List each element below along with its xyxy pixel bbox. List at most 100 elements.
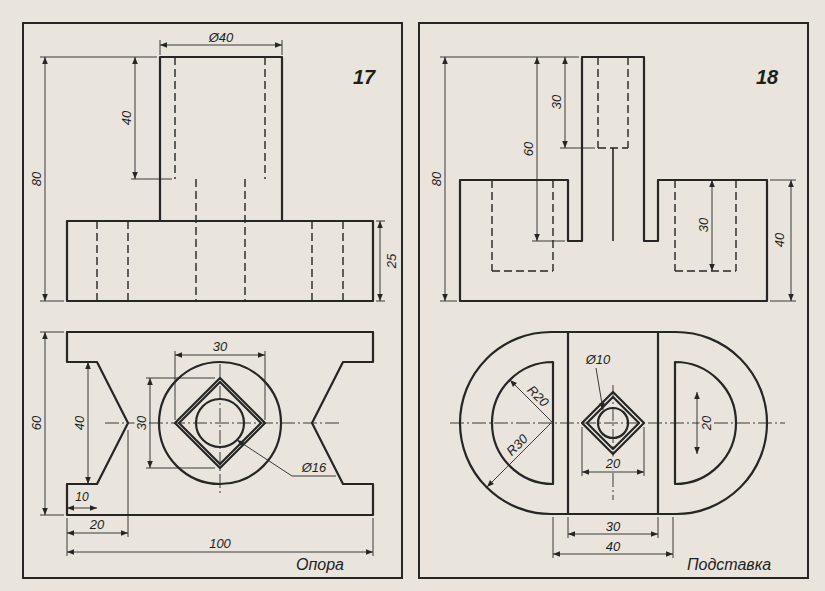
dimension-line (380, 221, 381, 301)
dimension-label: 60 (522, 141, 535, 157)
extension-line (175, 351, 176, 420)
extension-line (40, 57, 157, 58)
dimension-label: 40 (120, 110, 133, 126)
extension-line (770, 180, 796, 181)
part-outline (67, 332, 373, 515)
extension-line (376, 301, 385, 302)
dimension-line (135, 57, 136, 179)
hidden-line (674, 180, 675, 271)
extension-line (553, 517, 554, 558)
leader-line (487, 423, 551, 487)
part-name: Подставка (687, 557, 771, 573)
dimension-label: Ø10 (585, 353, 612, 366)
edge-line (612, 148, 614, 241)
extension-line (40, 332, 64, 333)
hidden-line (96, 221, 97, 301)
dimension-label: 10 (74, 491, 89, 503)
center-line (220, 364, 221, 496)
dimension-label: 20 (700, 415, 713, 431)
extension-line (440, 57, 579, 58)
sheet-number: 18 (756, 67, 778, 87)
dimension-label: 40 (73, 415, 86, 431)
hidden-line (492, 270, 553, 271)
dimension-line (537, 57, 538, 241)
hidden-line (244, 179, 245, 301)
extension-line (568, 517, 569, 538)
extension-line (644, 427, 645, 476)
center-line (613, 385, 614, 500)
dimension-label: 20 (89, 518, 105, 531)
dimension-label: 40 (605, 540, 621, 553)
center-line (450, 385, 785, 500)
part-name: Опора (296, 557, 344, 573)
dimension-line (445, 57, 446, 301)
dimension-label: 100 (208, 537, 232, 550)
leader-line (237, 440, 292, 476)
extension-line (83, 362, 94, 363)
dimension-label: 20 (605, 457, 621, 470)
hidden-line (127, 221, 128, 301)
hidden-line (174, 57, 175, 179)
leader-line (596, 368, 603, 410)
leader-line (487, 368, 603, 487)
dimension-line (160, 45, 282, 46)
extension-line (146, 468, 215, 469)
center-line (105, 364, 340, 496)
drawing-panel: 18Подставка (418, 22, 809, 579)
dimension-line (67, 533, 128, 534)
leader-line (510, 380, 553, 423)
hidden-line (195, 179, 196, 301)
part-outline (460, 57, 767, 514)
dimension-line (45, 45, 380, 552)
dimension-label: 30 (605, 520, 621, 533)
dimension-label: 30 (212, 340, 228, 353)
hidden-line (491, 180, 492, 271)
extension-line (440, 57, 796, 558)
dimension-line (445, 57, 791, 554)
dimension-label: 30 (135, 415, 148, 431)
extension-line (440, 301, 457, 302)
dimension-line (45, 57, 46, 301)
hidden-line (492, 57, 736, 271)
extension-line (67, 518, 68, 556)
dimension-line (712, 180, 713, 271)
dimension-label: 60 (30, 415, 43, 431)
hidden-line (311, 221, 312, 301)
dimension-label: 80 (30, 171, 43, 187)
dimension-label: 40 (773, 232, 786, 248)
extension-line (658, 517, 659, 538)
hidden-line (598, 147, 628, 148)
dimension-label: R20 (524, 382, 551, 409)
dimension-line (791, 180, 792, 301)
hidden-line (597, 57, 598, 148)
dimension-line (150, 378, 151, 468)
dimension-line (45, 332, 46, 515)
dimension-line (67, 552, 373, 553)
hidden-line (627, 57, 628, 148)
dimension-line (553, 554, 673, 555)
hidden-line (552, 180, 553, 271)
extension-line (282, 40, 283, 55)
dimension-line (697, 392, 698, 454)
dimension-line (88, 362, 89, 484)
dimension-label: R30 (503, 431, 530, 458)
dimension-label: 30 (697, 217, 710, 233)
dimension-line (67, 508, 97, 509)
dimension-line (582, 472, 644, 473)
center-line (450, 423, 785, 424)
part-outline (460, 57, 767, 301)
extension-line (160, 40, 161, 55)
dimension-label: Ø40 (208, 31, 235, 44)
extension-line (40, 515, 64, 516)
sheet-number: 17 (353, 67, 375, 87)
dimension-label: 80 (430, 171, 443, 187)
dimension-line (568, 534, 658, 535)
part-outline (160, 57, 282, 221)
extension-line (40, 40, 385, 556)
hidden-line (342, 221, 343, 301)
hidden-line (735, 180, 736, 271)
dimension-line (175, 355, 265, 356)
part-outline (67, 221, 373, 301)
